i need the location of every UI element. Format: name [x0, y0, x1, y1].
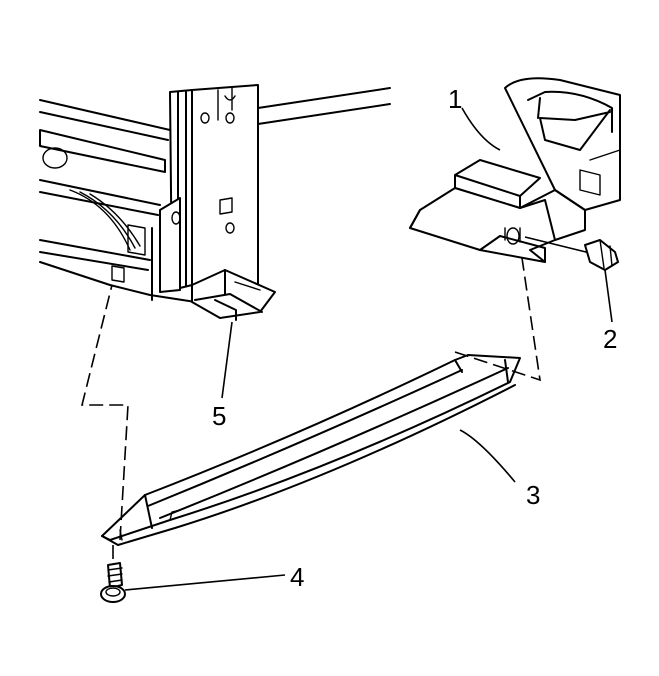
callout-3: 3	[526, 480, 540, 510]
screw	[100, 562, 126, 603]
callout-4: 4	[290, 562, 304, 592]
callout-5: 5	[212, 401, 226, 431]
body-frame-structure	[39, 84, 391, 321]
support-bracket	[409, 77, 621, 263]
callout-1: 1	[448, 84, 462, 114]
leader-lines	[124, 107, 613, 591]
sill-plate	[101, 354, 521, 546]
callout-2: 2	[603, 324, 617, 354]
bolt	[524, 236, 619, 271]
alignment-lines	[80, 257, 541, 560]
